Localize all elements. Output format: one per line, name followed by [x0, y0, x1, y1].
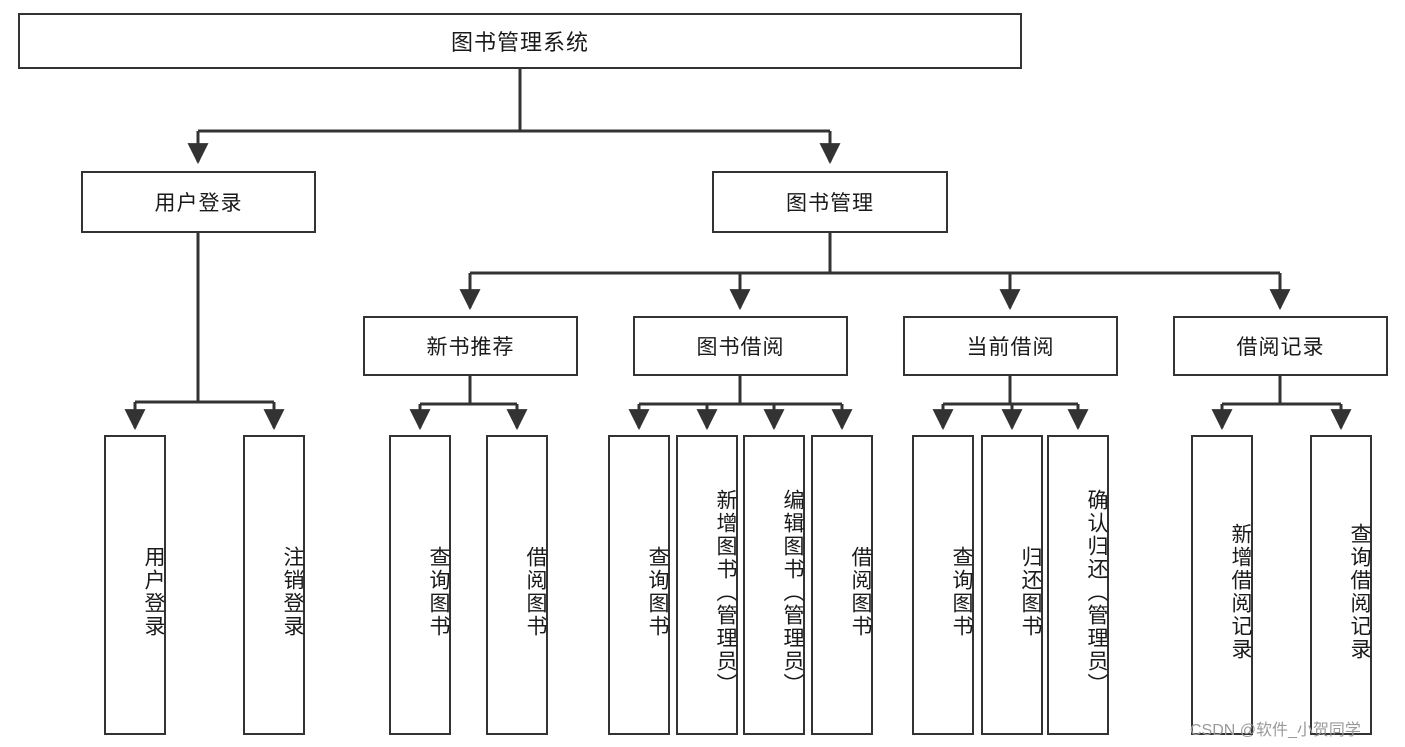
leaf-user-login-login[interactable]: 用户登录: [104, 435, 166, 735]
node-label: 用户登录: [154, 192, 243, 215]
node-label: 确认归还（管理员）: [1085, 488, 1108, 696]
node-label: 查询图书: [646, 546, 669, 638]
node-label: 图书管理: [786, 192, 874, 215]
leaf-current-confirm-return-admin[interactable]: 确认归还（管理员）: [1047, 435, 1109, 735]
node-label: 新书推荐: [426, 336, 515, 359]
leaf-record-query-record[interactable]: 查询借阅记录: [1310, 435, 1372, 735]
leaf-record-add-record[interactable]: 新增借阅记录: [1191, 435, 1253, 735]
leaf-current-return-book[interactable]: 归还图书: [981, 435, 1043, 735]
node-label: 借阅图书: [524, 546, 547, 638]
node-label: 新增图书（管理员）: [714, 488, 737, 696]
node-label: 编辑图书（管理员）: [781, 488, 804, 696]
node-label: 查询图书: [950, 546, 973, 638]
node-label: 图书管理系统: [450, 30, 589, 55]
node-label: 图书借阅: [696, 336, 785, 359]
node-label: 查询借阅记录: [1348, 523, 1371, 661]
leaf-borrow-edit-book-admin[interactable]: 编辑图书（管理员）: [743, 435, 805, 735]
node-label: 当前借阅: [966, 336, 1055, 359]
node-label: 归还图书: [1019, 546, 1042, 638]
leaf-borrow-query-book[interactable]: 查询图书: [608, 435, 670, 735]
node-label: 借阅记录: [1236, 336, 1325, 359]
node-root-system[interactable]: 图书管理系统: [18, 13, 1022, 69]
node-book-borrow[interactable]: 图书借阅: [633, 316, 848, 376]
node-current-borrow[interactable]: 当前借阅: [903, 316, 1118, 376]
node-borrow-record[interactable]: 借阅记录: [1173, 316, 1388, 376]
node-label: 新增借阅记录: [1229, 523, 1252, 661]
leaf-recommend-borrow-book[interactable]: 借阅图书: [486, 435, 548, 735]
leaf-borrow-add-book-admin[interactable]: 新增图书（管理员）: [676, 435, 738, 735]
node-label: 查询图书: [427, 546, 450, 638]
node-label: 用户登录: [142, 546, 165, 638]
node-book-management[interactable]: 图书管理: [712, 171, 948, 233]
leaf-recommend-query-book[interactable]: 查询图书: [389, 435, 451, 735]
leaf-current-query-book[interactable]: 查询图书: [912, 435, 974, 735]
leaf-borrow-borrow-book[interactable]: 借阅图书: [811, 435, 873, 735]
leaf-user-login-logout[interactable]: 注销登录: [243, 435, 305, 735]
node-label: 借阅图书: [849, 546, 872, 638]
node-user-login[interactable]: 用户登录: [81, 171, 316, 233]
node-label: 注销登录: [281, 546, 304, 638]
node-new-book-recommend[interactable]: 新书推荐: [363, 316, 578, 376]
csdn-watermark: CSDN @软件_小贺同学: [1190, 722, 1361, 739]
